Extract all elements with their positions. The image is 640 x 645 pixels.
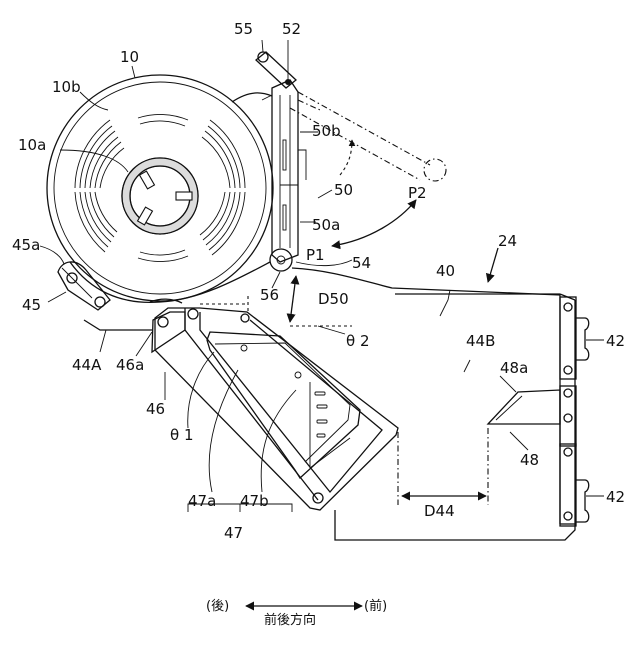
direction-front-label: (前) <box>364 598 387 614</box>
dancer-45 <box>58 262 110 310</box>
direction-back-label: (後) <box>206 599 229 614</box>
label-42-upper: 42 <box>606 332 625 350</box>
label-10a: 10a <box>18 136 46 154</box>
label-54: 54 <box>352 254 371 272</box>
label-44A: 44A <box>72 356 102 374</box>
label-24: 24 <box>498 232 517 250</box>
web-entry <box>232 93 272 102</box>
label-50: 50 <box>334 181 353 199</box>
roll-10 <box>47 75 273 301</box>
label-56: 56 <box>260 286 279 304</box>
guide-48 <box>488 390 560 505</box>
direction-indicator: (後) 前後方向 (前) <box>206 598 387 628</box>
label-44B: 44B <box>466 332 495 350</box>
label-50b: 50b <box>312 122 341 140</box>
label-47b: 47b <box>240 492 269 510</box>
label-52: 52 <box>282 20 301 38</box>
frame-40 <box>292 268 575 540</box>
label-48: 48 <box>520 451 539 469</box>
label-theta2: θ 2 <box>346 332 370 350</box>
direction-title: 前後方向 <box>264 612 316 628</box>
label-48a: 48a <box>500 359 528 377</box>
label-47a: 47a <box>188 492 216 510</box>
label-50a: 50a <box>312 216 340 234</box>
label-45: 45 <box>22 296 41 314</box>
label-D50: D50 <box>318 290 349 308</box>
label-47: 47 <box>224 524 243 542</box>
label-55: 55 <box>234 20 253 38</box>
label-P1: P1 <box>306 246 325 264</box>
label-46a: 46a <box>116 356 144 374</box>
label-46: 46 <box>146 400 165 418</box>
label-40: 40 <box>436 262 455 280</box>
label-10b: 10b <box>52 78 81 96</box>
roll-core-10a <box>122 158 198 234</box>
label-D44: D44 <box>424 502 455 520</box>
guide-block-46 <box>150 299 398 510</box>
label-42-lower: 42 <box>606 488 625 506</box>
label-10: 10 <box>120 48 139 66</box>
label-45a: 45a <box>12 236 40 254</box>
label-P2: P2 <box>408 184 427 202</box>
label-theta1: θ 1 <box>170 426 194 444</box>
web-44A <box>84 320 152 330</box>
